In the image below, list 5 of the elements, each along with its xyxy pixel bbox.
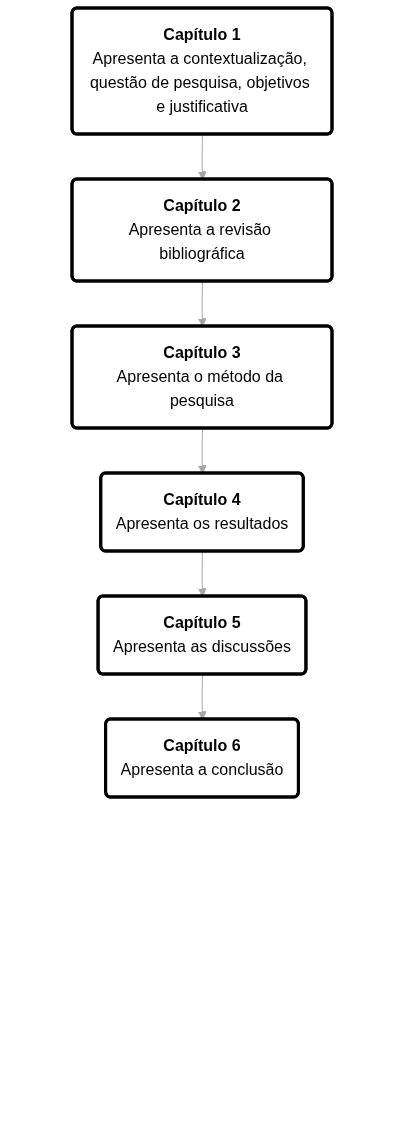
arrow bbox=[197, 134, 207, 180]
arrow bbox=[197, 674, 207, 720]
arrow bbox=[197, 428, 207, 474]
arrow bbox=[197, 281, 207, 327]
arrow bbox=[197, 551, 207, 597]
